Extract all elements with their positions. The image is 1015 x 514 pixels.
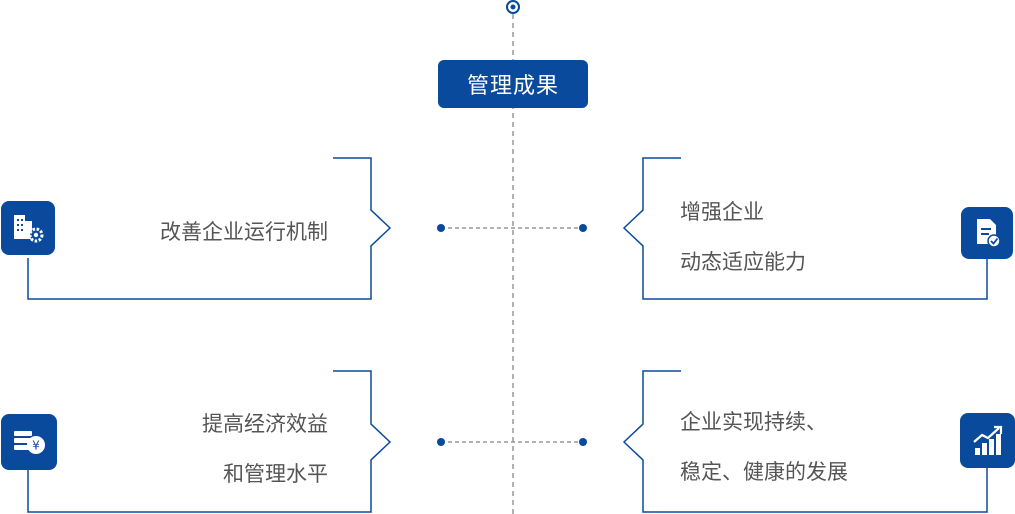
item-text-benefit-line2: 和管理水平 bbox=[223, 462, 328, 486]
item-text-enhance-line2: 动态适应能力 bbox=[680, 250, 806, 274]
money-yen-icon: ¥ bbox=[1, 414, 57, 470]
item-text-improve-mechanism: 改善企业运行机制 bbox=[160, 220, 328, 244]
growth-chart-icon bbox=[960, 413, 1015, 468]
item-text-benefit-line1: 提高经济效益 bbox=[202, 412, 328, 436]
document-check-icon bbox=[961, 207, 1013, 259]
svg-text:¥: ¥ bbox=[32, 439, 40, 453]
item-text-development-line2: 稳定、健康的发展 bbox=[680, 460, 848, 484]
item-text-development-line1: 企业实现持续、 bbox=[680, 410, 827, 434]
item-text-enhance-line1: 增强企业 bbox=[680, 200, 764, 224]
center-title: 管理成果 bbox=[438, 60, 588, 108]
building-gear-icon bbox=[1, 201, 55, 255]
